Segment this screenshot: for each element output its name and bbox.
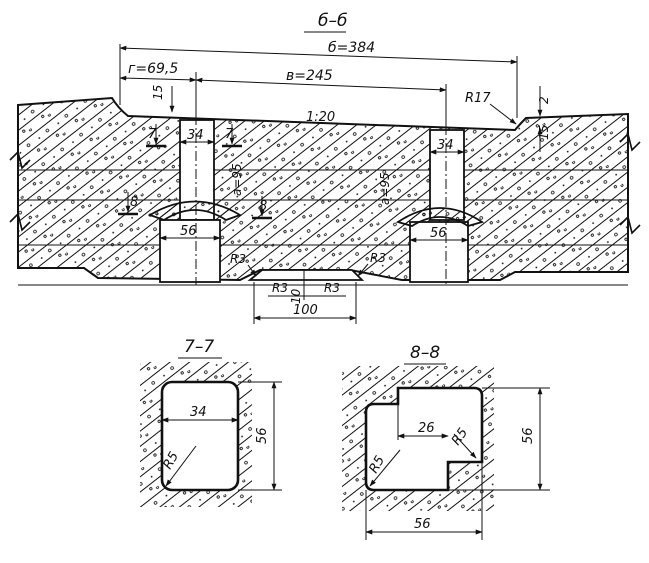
section-8-r5a-leader bbox=[369, 449, 401, 487]
svg-text:7: 7 bbox=[148, 127, 157, 142]
dim-34-right-label: 34 bbox=[437, 138, 454, 153]
section-8-dim-56-v-label: 56 bbox=[521, 427, 536, 444]
dim-2-label: 2 bbox=[537, 96, 551, 104]
dim-v-line bbox=[195, 77, 447, 93]
r3-leader-a bbox=[247, 264, 257, 277]
r3-label-c: R3 bbox=[324, 281, 340, 295]
section-8-title: 8–8 bbox=[410, 343, 440, 363]
bottom-recess-center bbox=[247, 269, 365, 281]
section-b-title: б–б bbox=[318, 11, 347, 31]
dim-v-label: в=245 bbox=[286, 68, 333, 84]
section-7-dim-56-label: 56 bbox=[255, 427, 270, 444]
dim-b-line bbox=[119, 45, 518, 65]
section-8-opening bbox=[364, 386, 484, 492]
break-mark-right-2 bbox=[619, 215, 641, 235]
break-mark-left-1 bbox=[9, 150, 31, 170]
svg-text:8: 8 bbox=[130, 195, 138, 210]
svg-text:8: 8 bbox=[259, 199, 267, 214]
dim-15-right-label: 15 bbox=[537, 125, 551, 140]
dim-b-label: б=384 bbox=[328, 40, 375, 56]
section-7-title: 7–7 bbox=[184, 337, 214, 357]
bottom-edge-right bbox=[499, 271, 628, 281]
section-8-r5b-leader bbox=[453, 433, 477, 459]
svg-text:7: 7 bbox=[225, 127, 234, 142]
fitting-right bbox=[395, 207, 485, 227]
top-surface-line bbox=[127, 115, 516, 131]
section-7-dim-34-label: 34 bbox=[190, 405, 207, 420]
break-mark-left-2 bbox=[9, 212, 31, 232]
channel-left-lower bbox=[159, 219, 221, 283]
a95-right-label: а=95 bbox=[378, 172, 392, 205]
channel-right-lower bbox=[409, 221, 469, 283]
channel-right-upper bbox=[429, 129, 465, 221]
dim-10-label: 10 bbox=[289, 288, 303, 304]
section-7-r5-leader bbox=[165, 445, 197, 487]
section-7-7: 7–7 34 56 R5 bbox=[140, 337, 282, 507]
slope-label: 1:20 bbox=[306, 110, 335, 125]
section-8-dim-56-h-label: 56 bbox=[414, 517, 431, 532]
dim-56-right-label: 56 bbox=[430, 226, 447, 241]
cut-mark-7-left: 7 bbox=[146, 124, 166, 148]
section-b-b: б–б б=384 bbox=[9, 11, 641, 324]
fitting-left bbox=[147, 200, 243, 221]
a95-left-label: а=95 bbox=[230, 163, 244, 196]
break-mark-right-1 bbox=[619, 132, 641, 152]
dim-34-left-label: 34 bbox=[187, 128, 204, 143]
dim-g-line bbox=[119, 75, 197, 83]
cut-mark-8-right: 8 bbox=[252, 196, 272, 220]
dim-56-left-label: 56 bbox=[180, 224, 197, 239]
section-7-r5-label: R5 bbox=[160, 450, 182, 472]
cut-mark-8-left: 8 bbox=[118, 192, 138, 216]
dim-g-label: г=69,5 bbox=[128, 61, 178, 77]
dim-100-label: 100 bbox=[293, 303, 318, 318]
r3-label-a: R3 bbox=[230, 252, 246, 266]
r3-label-d: R3 bbox=[370, 251, 386, 265]
r3-label-b: R3 bbox=[272, 281, 288, 295]
cut-mark-7-right: 7 bbox=[222, 124, 242, 148]
section-8-8: 8–8 26 56 56 R5 R5 bbox=[342, 343, 550, 540]
section-7-opening bbox=[160, 380, 240, 492]
dim-15-left-label: 15 bbox=[151, 85, 165, 100]
r3-leader-d bbox=[357, 263, 369, 277]
section-8-r5a-label: R5 bbox=[366, 454, 388, 476]
r17-leader bbox=[489, 103, 517, 125]
r17-label: R17 bbox=[465, 91, 491, 106]
section-8-dim-26-label: 26 bbox=[418, 421, 435, 436]
bottom-edge-left bbox=[18, 267, 99, 279]
